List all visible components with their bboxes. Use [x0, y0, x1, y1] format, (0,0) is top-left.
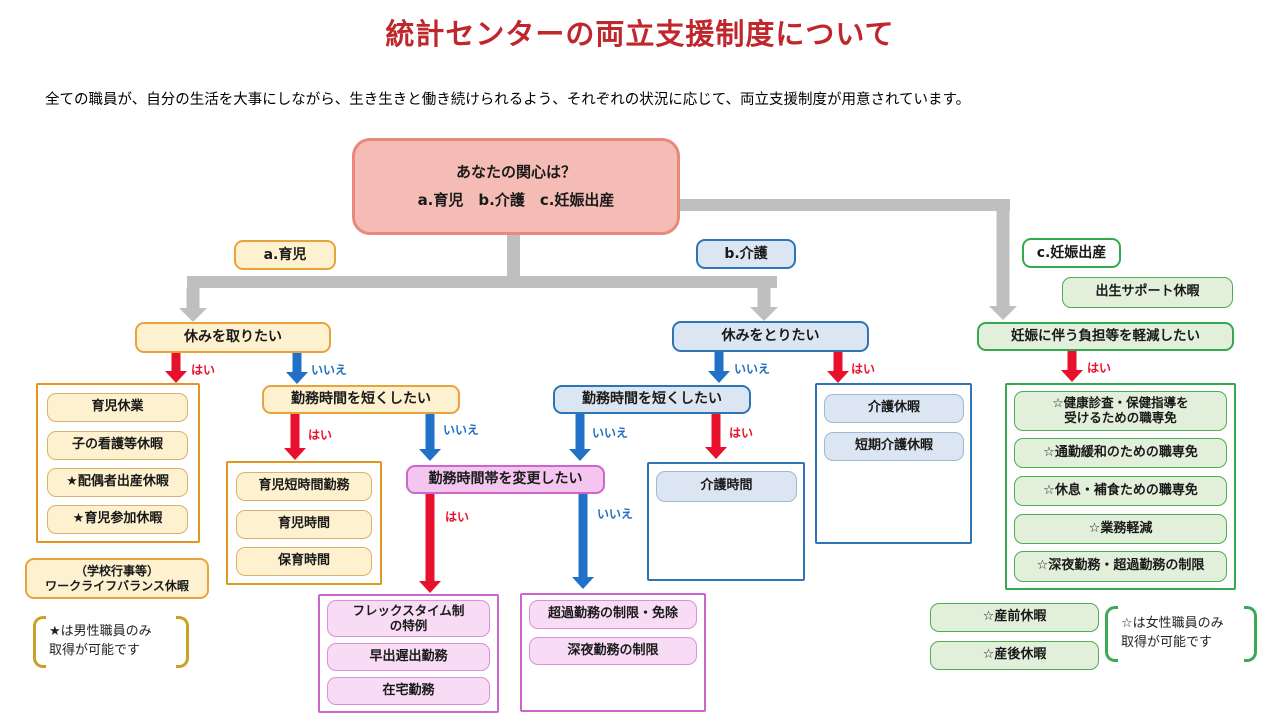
no-arrow-care-shorten — [569, 414, 591, 461]
pregnancy-support-item: ☆休息・補食ための職専免 — [1014, 476, 1227, 506]
no-arrow-change-schedule — [572, 494, 594, 589]
flex-item: フレックスタイム制 の特例 — [327, 600, 490, 637]
maternity-leave-item: ☆産後休暇 — [930, 641, 1099, 670]
birth-support-leave-box: 出生サポート休暇 — [1062, 277, 1233, 308]
pregnancy-support-item-line2: 受けるための職専免 — [1064, 410, 1177, 425]
connector-horizontal-bar — [187, 276, 777, 288]
yes-label: はい — [851, 362, 876, 376]
childcare-shorten-item: 保育時間 — [236, 547, 372, 576]
childcare-leave-item: 育児休業 — [47, 393, 188, 422]
yes-label: はい — [191, 363, 216, 377]
no-label: いいえ — [592, 426, 629, 440]
childcare-leave-item: 子の看護等休暇 — [47, 431, 188, 460]
branch-label-childcare: a.育児 — [234, 240, 336, 270]
connector-arrow-childcare — [179, 288, 207, 322]
pregnancy-support-item: ☆通勤緩和のための職専免 — [1014, 438, 1227, 468]
yes-arrow-childcare-leave — [165, 353, 187, 383]
yes-arrow-care-shorten — [705, 414, 727, 459]
connector-root-drop — [507, 234, 520, 278]
root-question-box: あなたの関心は？ a.育児 b.介護 c.妊娠出産 — [352, 138, 680, 235]
yes-label: はい — [729, 426, 754, 440]
branch-label-care: b.介護 — [696, 239, 796, 269]
care-shorten-hours-question: 勤務時間を短くしたい — [553, 385, 751, 414]
no-arrow-childcare-leave — [286, 353, 308, 384]
no-label: いいえ — [443, 423, 480, 437]
pregnancy-reduce-burden-question: 妊娠に伴う負担等を軽減したい — [977, 322, 1234, 351]
right-bracket — [1244, 606, 1257, 662]
care-time-item: 介護時間 — [656, 471, 797, 502]
care-take-leave-question: 休みをとりたい — [672, 321, 869, 352]
wlb-leave-line1: （学校行事等） — [74, 564, 159, 579]
childcare-leave-item: ★育児参加休暇 — [47, 505, 188, 534]
schedule-change-item: 在宅勤務 — [327, 677, 490, 705]
pregnancy-support-item: ☆深夜勤務・超過勤務の制限 — [1014, 551, 1227, 582]
left-bracket — [1105, 606, 1118, 662]
yes-label: はい — [308, 428, 333, 442]
pregnancy-support-item: ☆健康診査・保健指導を 受けるための職専免 — [1014, 391, 1227, 431]
schedule-change-item: 早出遅出勤務 — [327, 643, 490, 671]
yes-arrow-childcare-shorten — [284, 414, 306, 460]
wlb-leave-box: （学校行事等） ワークライフバランス休暇 — [25, 558, 209, 599]
pregnancy-support-item-line1: ☆健康診査・保健指導を — [1052, 395, 1189, 411]
yes-arrow-care-leave — [827, 352, 849, 383]
restriction-item: 深夜勤務の制限 — [529, 637, 697, 665]
right-bracket — [176, 616, 189, 668]
care-leave-item: 短期介護休暇 — [824, 432, 964, 461]
branch-label-pregnancy: c.妊娠出産 — [1022, 238, 1121, 268]
connector-arrow-care — [750, 288, 778, 321]
flex-item-line1: フレックスタイム制 — [352, 602, 465, 618]
yes-label: はい — [445, 510, 470, 524]
female-only-note-line1: ☆は女性職員のみ — [1121, 616, 1224, 632]
pregnancy-support-item: ☆業務軽減 — [1014, 514, 1227, 544]
slide-title: 統計センターの両立支援制度について — [385, 17, 895, 51]
childcare-shorten-item: 育児時間 — [236, 510, 372, 539]
connector-right-horizontal — [678, 199, 1010, 211]
female-only-note-line2: 取得が可能です — [1121, 635, 1213, 650]
yes-label: はい — [1087, 361, 1112, 375]
root-question-line2: a.育児 b.介護 c.妊娠出産 — [417, 191, 615, 209]
male-only-note-line1: ★は男性職員のみ — [49, 624, 152, 640]
childcare-take-leave-question: 休みを取りたい — [135, 322, 331, 353]
no-label: いいえ — [597, 507, 634, 521]
wlb-leave-line2: ワークライフバランス休暇 — [45, 578, 189, 593]
childcare-shorten-item: 育児短時間勤務 — [236, 472, 372, 501]
female-only-note: ☆は女性職員のみ 取得が可能です — [1105, 606, 1257, 662]
no-label: いいえ — [311, 363, 348, 377]
yes-arrow-pregnancy — [1061, 351, 1083, 382]
root-question-line1: あなたの関心は？ — [455, 162, 576, 181]
male-only-note-line2: 取得が可能です — [49, 643, 141, 658]
no-label: いいえ — [734, 362, 771, 376]
childcare-leave-item: ★配偶者出産休暇 — [47, 468, 188, 497]
no-arrow-care-leave — [708, 352, 730, 383]
connector-arrow-pregnancy — [989, 211, 1017, 320]
restriction-item: 超過勤務の制限・免除 — [529, 600, 697, 629]
male-only-note: ★は男性職員のみ 取得が可能です — [33, 616, 189, 668]
flex-item-line2: の特例 — [389, 617, 428, 633]
change-schedule-question: 勤務時間帯を変更したい — [406, 465, 605, 494]
yes-arrow-change-schedule — [419, 494, 441, 593]
care-leave-item: 介護休暇 — [824, 394, 964, 423]
maternity-leave-item: ☆産前休暇 — [930, 603, 1099, 632]
left-bracket — [33, 616, 46, 668]
childcare-shorten-hours-question: 勤務時間を短くしたい — [262, 385, 460, 414]
slide-subtitle: 全ての職員が、自分の生活を大事にしながら、生き生きと働き続けられるよう、それぞれ… — [45, 92, 971, 108]
no-arrow-childcare-shorten — [419, 414, 441, 461]
